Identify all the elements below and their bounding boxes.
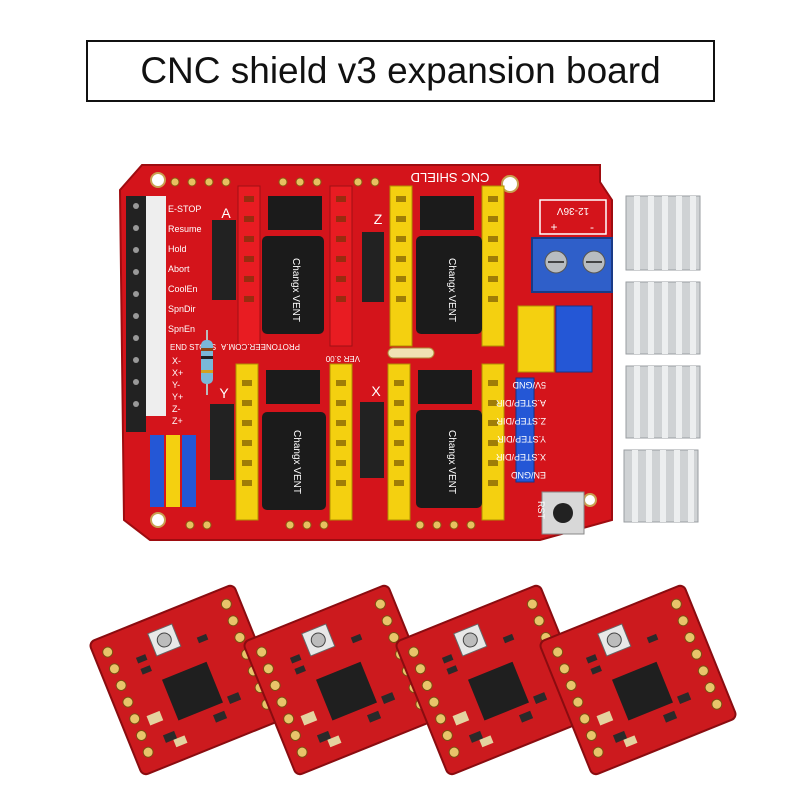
right-label: 5V/GND [512, 380, 546, 390]
mounting-hole [501, 175, 519, 193]
heatsink-icon [625, 365, 701, 439]
limit-label: Y- [172, 380, 180, 390]
top-pads [170, 177, 380, 187]
axis-z-driver-slot: Z Changx VENT [362, 185, 505, 347]
power-minus: - [590, 220, 594, 234]
yellow-header-right [481, 185, 505, 347]
axis-y-driver-slot: Y Changx VENT [210, 363, 353, 521]
right-label: A.STEP/DIR [495, 398, 546, 408]
side-label: CoolEn [168, 284, 198, 294]
side-labels: E-STOP Resume Hold Abort CoolEn SpnDir S… [168, 204, 202, 334]
heatsinks [623, 195, 701, 523]
capacitor-label: Changx VENT [446, 430, 457, 494]
heatsink-icon [623, 449, 699, 523]
right-label: EN/GND [510, 470, 546, 480]
jumper-block [418, 370, 472, 404]
power-plus: + [550, 220, 557, 234]
left-white-header [146, 196, 166, 416]
yellow-pin-header [517, 305, 555, 373]
power-label: 12-36V [557, 205, 590, 216]
axis-label-z: Z [374, 211, 383, 227]
axis-label-a: A [221, 205, 231, 221]
blue-pin-header [150, 435, 164, 507]
axis-label-x: X [371, 383, 381, 399]
blue-pin-header [182, 435, 196, 507]
header-label: CNC SHIELD [411, 170, 490, 185]
right-labels: 5V/GND A.STEP/DIR Z.STEP/DIR Y.STEP/DIR … [495, 380, 546, 480]
rst-label: RST [536, 501, 546, 520]
maker-text: PROTONEER.COM.A [220, 342, 300, 351]
mounting-hole [150, 512, 166, 528]
capacitor [416, 236, 482, 334]
capacitor [262, 236, 324, 334]
red-header-left [237, 185, 261, 347]
heatsink-icon [625, 195, 701, 271]
side-label: Hold [168, 244, 187, 254]
right-label: Z.STEP/DIR [496, 416, 546, 426]
blue-pin-header [555, 305, 593, 373]
capacitor-label: Changx VENT [291, 430, 302, 494]
jumper-block [266, 370, 320, 404]
side-label: E-STOP [168, 204, 201, 214]
terminal-block-icon [531, 237, 613, 293]
right-label: Y.STEP/DIR [497, 434, 546, 444]
end-stops-label: END STOPS [170, 343, 216, 352]
capacitor [262, 412, 326, 510]
jumper-block [268, 196, 322, 230]
jumper-block [420, 196, 474, 230]
title-box: CNC shield v3 expansion board [86, 40, 715, 102]
limit-label: Z- [172, 404, 181, 414]
heatsink-icon [625, 281, 701, 355]
capacitor-label: Changx VENT [290, 258, 301, 322]
reset-button-icon [541, 491, 585, 535]
limit-label: X+ [172, 368, 183, 378]
limit-label: X- [172, 356, 181, 366]
axis-a-driver-slot: A Changx VENT [212, 185, 353, 347]
right-label: X.STEP/DIR [495, 452, 546, 462]
bottom-pads [185, 520, 476, 530]
blue-pin-header [515, 377, 535, 483]
side-label: Abort [168, 264, 190, 274]
stepper-driver-icon [537, 583, 739, 777]
side-label: SpnEn [168, 324, 195, 334]
mounting-hole [583, 493, 597, 507]
side-label: SpnDir [168, 304, 196, 314]
yellow-header-left [389, 185, 413, 347]
limit-label: Y+ [172, 392, 183, 402]
mounting-hole [150, 172, 166, 188]
resistor [201, 330, 213, 395]
limit-label: Z+ [172, 416, 183, 426]
cnc-shield-board: E-STOP Resume Hold Abort CoolEn SpnDir S… [118, 164, 613, 541]
limit-labels: X- X+ Y- Y+ Z- Z+ [172, 356, 183, 426]
stepper-drivers [87, 583, 739, 777]
capacitor [416, 410, 482, 508]
red-header-right [329, 185, 353, 347]
capacitor-label: Changx VENT [446, 258, 457, 322]
yellow-pin-header [166, 435, 180, 507]
axis-label-y: Y [219, 385, 229, 401]
version-text: VER 3.00 [325, 354, 360, 363]
fuse [387, 347, 435, 359]
side-label: Resume [168, 224, 202, 234]
page-title: CNC shield v3 expansion board [140, 50, 661, 91]
